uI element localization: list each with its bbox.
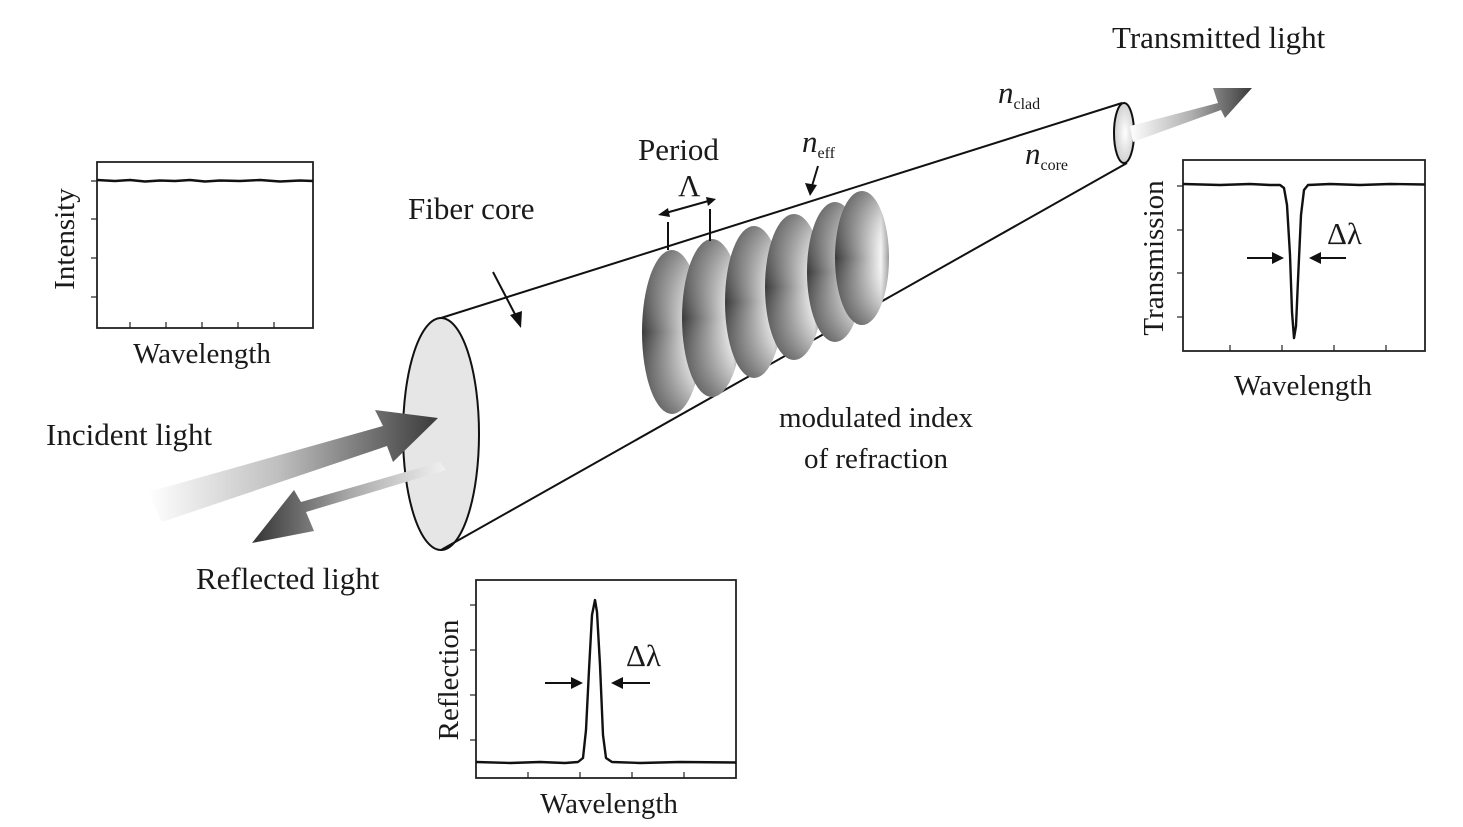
transmission-spectrum-plot: Δλ Transmission Wavelength [1138,159,1426,402]
modulated-index-label: modulated index [779,402,974,434]
x-ticks [129,322,275,328]
reflection-spectrum-plot: Δλ Reflection Wavelength [433,579,737,820]
transmission-trace [1182,182,1426,340]
reflected-light-arrow [252,462,446,543]
plot-frame [96,161,314,329]
incident-light-arrow [148,410,438,522]
n-clad-label: nclad [998,75,1040,113]
intensity-axis-label: Intensity [49,188,81,290]
delta-lambda-label: Δλ [1327,216,1362,251]
x-ticks [1229,345,1387,351]
bandwidth-arrows [1247,252,1346,264]
transmitted-light-label: Transmitted light [1112,20,1326,55]
grating-disk [835,191,889,325]
bandwidth-arrows [545,677,650,689]
period-symbol: Λ [678,168,701,203]
intensity-trace [96,178,314,183]
x-ticks [527,772,685,778]
y-ticks [470,604,476,741]
reflection-trace [475,598,737,765]
grating-planes [642,191,889,414]
n-eff-pointer [805,165,819,196]
plot-frame [475,579,737,779]
transmitted-light-arrow [1130,88,1252,142]
reflection-axis-label: Reflection [433,619,465,740]
reflected-light-label: Reflected light [196,561,380,596]
reflection-wavelength-label: Wavelength [540,788,678,820]
transmission-wavelength-label: Wavelength [1234,370,1372,402]
fiber-core-label: Fiber core [408,191,535,226]
fiber-tip [1113,102,1135,164]
y-ticks [1177,185,1183,318]
period-dimension [658,197,716,250]
n-core-label: ncore [1025,136,1068,174]
fiber-cone [402,102,1135,551]
y-ticks [91,180,97,298]
input-spectrum-plot: Intensity Wavelength [49,161,314,370]
delta-lambda-label: Δλ [626,638,661,673]
n-eff-label: neff [802,124,836,162]
period-label: Period [638,132,719,167]
transmission-axis-label: Transmission [1138,180,1170,336]
refraction-label: of refraction [804,443,949,475]
plot-frame [1182,159,1426,352]
fiber-core-pointer [492,271,522,328]
incident-light-label: Incident light [46,417,213,452]
fiber-bottom-edge [440,162,1128,551]
input-wavelength-label: Wavelength [133,338,271,370]
fiber-top-edge [440,102,1123,319]
